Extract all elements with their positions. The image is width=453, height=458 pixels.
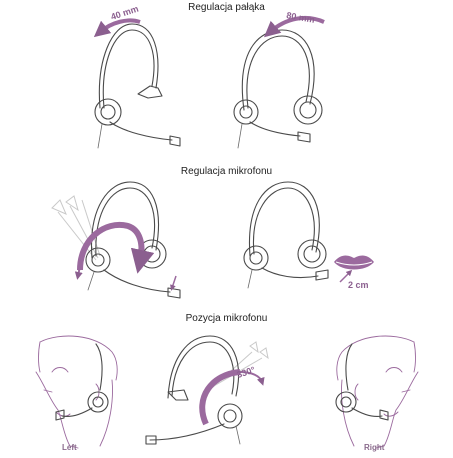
dual-headset-drawing [233,29,323,149]
right-headset [335,343,389,421]
headband-arrow-right: 80 mm [263,10,325,38]
left-headset [55,343,109,421]
mono-headset-position [145,335,243,445]
headband-section-title: Regulacja pałąka [188,2,265,13]
microphone-section-title: Regulacja mikrofonu [180,166,273,177]
rotation-label: 330° [236,365,257,380]
left-label: Left [62,443,77,452]
mono-headset-drawing [94,23,181,149]
right-head-profile [336,335,419,449]
distance-indicator: 2 cm [339,269,369,290]
right-measure-label: 80 mm [286,10,316,25]
mic-rotate-arrows [74,221,177,291]
distance-label: 2 cm [348,280,369,290]
dual-headset-mic-distance [243,181,329,289]
dual-headset-mic-rotate [85,181,181,299]
right-label: Right [364,443,385,452]
left-head-profile [35,335,118,449]
lips-icon [334,255,374,270]
ghost-mic-positions [211,341,269,389]
position-section-title: Pozycja mikrofonu [185,313,268,324]
